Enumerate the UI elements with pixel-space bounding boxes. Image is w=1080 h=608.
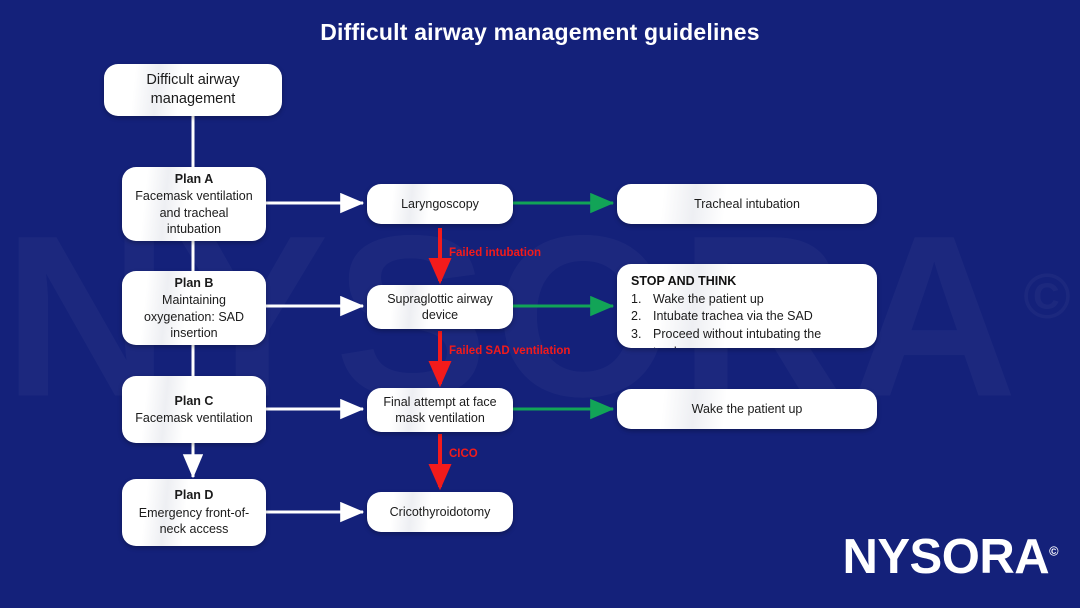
plan-b-description: Maintaining oxygenation: SAD insertion [143, 293, 245, 340]
node-wake-the-patient-up[interactable]: Wake the patient up [617, 389, 877, 429]
plan-c-title: Plan C [174, 393, 214, 408]
node-difficult-airway-management[interactable]: Difficult airway management [104, 64, 282, 116]
node-tracheal-intubation[interactable]: Tracheal intubation [617, 184, 877, 224]
nysora-logo: NYSORA© [842, 533, 1058, 582]
plan-c-description: Facemask ventilation [135, 411, 253, 425]
node-plan-a[interactable]: Plan A Facemask ventilation and tracheal… [122, 167, 266, 241]
edge-label-failed-intubation: Failed intubation [449, 247, 541, 259]
plan-b-title: Plan B [174, 275, 214, 290]
edge-label-cico: CICO [449, 448, 478, 460]
stop-and-think-heading: STOP AND THINK [631, 274, 737, 288]
page-title: Difficult airway management guidelines [320, 19, 760, 45]
plan-d-title: Plan D [174, 488, 214, 503]
list-item: 2. Intubate trachea via the SAD [631, 309, 813, 324]
plan-a-title: Plan A [174, 171, 214, 186]
stop-and-think-list: 1. Wake the patient up 2. Intubate trach… [631, 291, 865, 349]
node-plan-b[interactable]: Plan B Maintaining oxygenation: SAD inse… [122, 271, 266, 345]
node-laryngoscopy[interactable]: Laryngoscopy [367, 184, 513, 224]
node-stop-and-think[interactable]: STOP AND THINK 1. Wake the patient up 2.… [617, 264, 877, 348]
node-cricothyroidotomy[interactable]: Cricothyroidotomy [367, 492, 513, 532]
edge-label-failed-sad-ventilation: Failed SAD ventilation [449, 345, 571, 357]
plan-a-description: Facemask ventilation and tracheal intuba… [135, 189, 253, 236]
plan-d-description: Emergency front-of-neck access [138, 505, 250, 537]
node-plan-d[interactable]: Plan D Emergency front-of-neck access [122, 479, 266, 546]
list-item: 3. Proceed without intubating the trache… [631, 327, 822, 348]
list-item: 1. Wake the patient up [631, 291, 764, 306]
node-supraglottic-airway-device[interactable]: Supraglottic airway device [367, 285, 513, 329]
brand-name: NYSORA [842, 530, 1050, 584]
node-plan-c[interactable]: Plan C Facemask ventilation [122, 376, 266, 443]
node-final-attempt-face-mask-ventilation[interactable]: Final attempt at face mask ventilation [367, 388, 513, 432]
copyright-mark: © [1049, 543, 1058, 559]
